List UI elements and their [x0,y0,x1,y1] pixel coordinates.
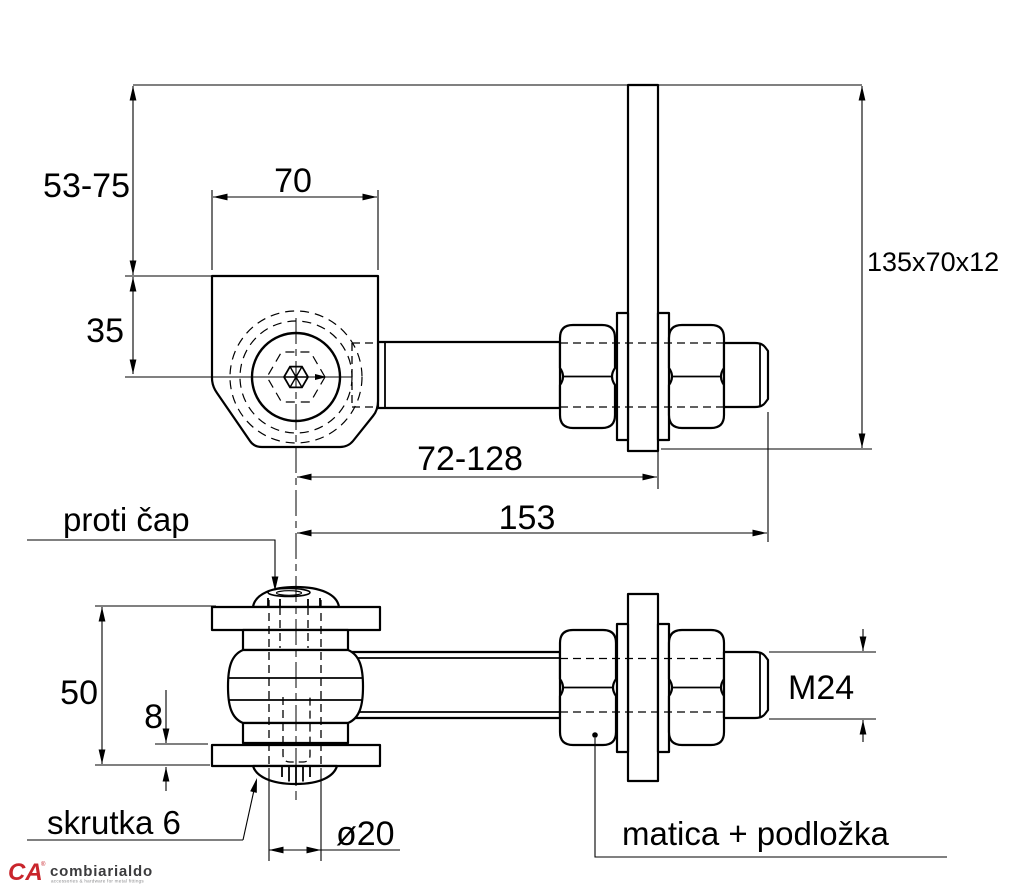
logo-name: combiarialdo [50,863,153,880]
dim-flange-thickness: 8 [144,698,163,736]
label-nut-washer: matica + podložka [622,815,890,852]
threaded-rod [376,340,562,410]
extension-lines [95,84,876,861]
gate-plate [626,592,660,783]
dim-thread-size: M24 [788,669,854,707]
bolt-tip [722,341,770,409]
washer [615,311,630,442]
hex-nut [558,628,618,747]
dim-overall-length: 153 [499,499,556,537]
logo-mark: CA [8,859,43,884]
gate-plate [626,83,660,453]
center-pointer-arrow [315,374,327,380]
top-view [210,83,770,453]
screw-head [251,764,339,786]
bottom-view [210,585,770,786]
threaded-rod [348,650,562,720]
logo-tagline: accessories & hardware for metal fitting… [51,879,144,884]
dim-pin-diameter: ø20 [336,815,395,853]
washer [615,622,630,754]
pivot-outer-dashed-circle [229,310,363,444]
washer [656,622,671,754]
labels: 53-75 70 35 135x70x12 72-128 153 50 8 ø2… [43,162,999,853]
registered-icon: ® [41,861,46,868]
dim-pivot-offset: 35 [86,312,124,350]
leader-dot-nut-washer [592,732,598,738]
leader-counter-pin [27,539,276,589]
dim-adjustment-range: 72-128 [417,440,523,478]
hex-nut [558,323,617,430]
leader-nut-washer [594,738,947,858]
label-counter-pin: proti čap [63,501,190,538]
dim-plate-width: 70 [274,162,312,200]
bolt-tip [722,650,770,720]
dim-plate-height-range: 53-75 [43,167,130,205]
label-screw: skrutka 6 [47,804,181,841]
dimension-lines [27,86,947,858]
brand-logo: CA ® combiarialdo accessories & hardware… [8,859,153,884]
dim-gate-plate-size: 135x70x12 [867,247,999,277]
hex-nut [667,628,726,747]
dim-body-height: 50 [60,674,98,712]
hex-nut [667,323,726,430]
washer [656,311,671,442]
